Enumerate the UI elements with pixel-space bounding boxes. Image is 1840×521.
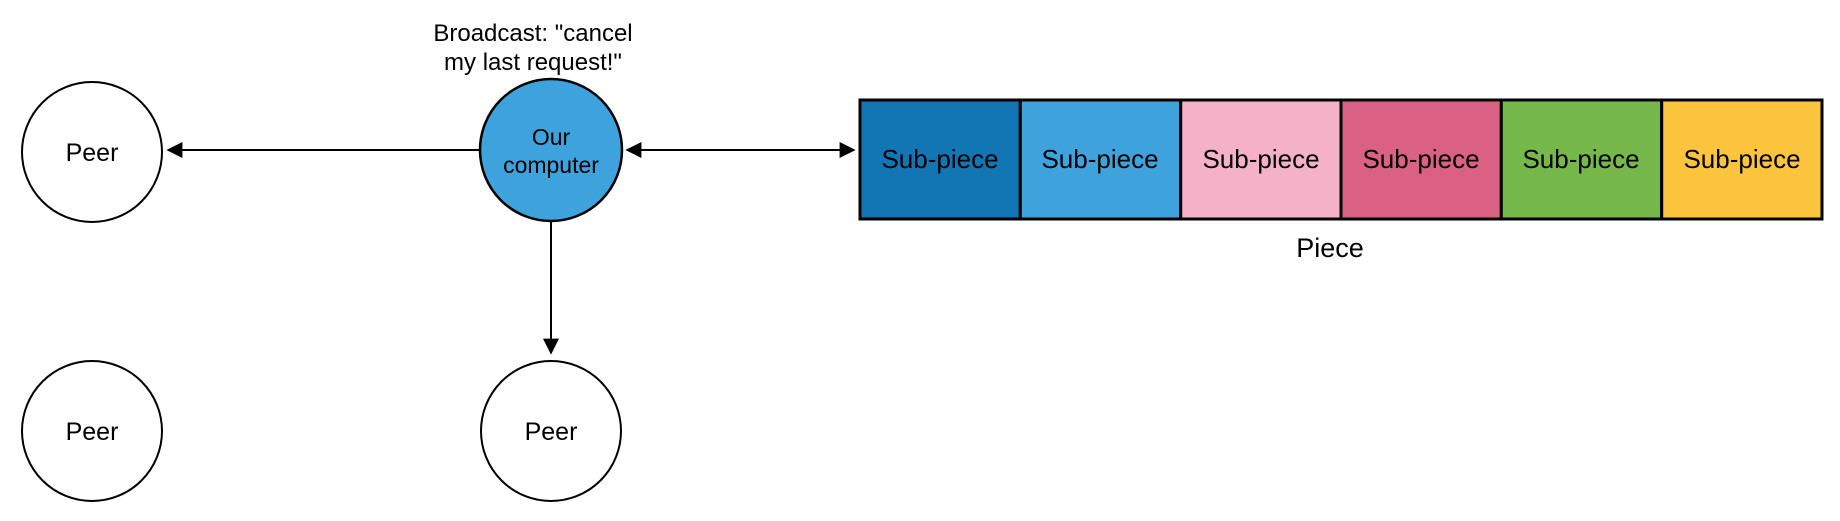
sub-piece-cell: Sub-piece [1018, 98, 1183, 221]
our-computer-label-line1: Our [532, 124, 571, 150]
our-computer-circle [478, 77, 624, 223]
our-computer-label-line2: computer [503, 152, 599, 178]
peer-label: Peer [66, 418, 119, 446]
broadcast-caption: Broadcast: "cancel my last request!" [433, 20, 632, 76]
sub-piece-label: Sub-piece [1522, 144, 1639, 174]
peer-label: Peer [525, 418, 578, 446]
peer-node-bottom-middle: Peer [480, 360, 622, 502]
broadcast-caption-line1: Broadcast: "cancel [433, 20, 632, 47]
sub-piece-rect [1018, 98, 1183, 221]
peer-node-bottom-left: Peer [21, 360, 163, 502]
peer-circle [21, 360, 163, 502]
sub-piece-rect [1179, 98, 1343, 221]
sub-piece-rect [858, 98, 1022, 221]
sub-piece-rect [1660, 98, 1824, 221]
piece-caption: Piece [1296, 233, 1364, 263]
sub-piece-label: Sub-piece [1202, 144, 1319, 174]
sub-piece-label: Sub-piece [1041, 144, 1158, 174]
peer-circle [21, 81, 163, 223]
sub-piece-label: Sub-piece [881, 144, 998, 174]
sub-piece-cell: Sub-piece [1339, 98, 1503, 221]
peer-node-top-left: Peer [21, 81, 163, 223]
broadcast-caption-line2: my last request!" [444, 49, 622, 76]
sub-piece-rect [1499, 98, 1664, 221]
piece-bar: Sub-piece Sub-piece Sub-piece Sub-piece … [858, 98, 1824, 263]
sub-piece-label: Sub-piece [1362, 144, 1479, 174]
peer-label: Peer [66, 139, 119, 167]
sub-piece-rect [1339, 98, 1503, 221]
sub-piece-cell: Sub-piece [1499, 98, 1664, 221]
sub-piece-cell: Sub-piece [1179, 98, 1343, 221]
peer-circle [480, 360, 622, 502]
sub-piece-label: Sub-piece [1683, 144, 1800, 174]
sub-piece-cell: Sub-piece [858, 98, 1022, 221]
sub-piece-cell: Sub-piece [1660, 98, 1824, 221]
our-computer-node: Our computer [478, 77, 624, 223]
